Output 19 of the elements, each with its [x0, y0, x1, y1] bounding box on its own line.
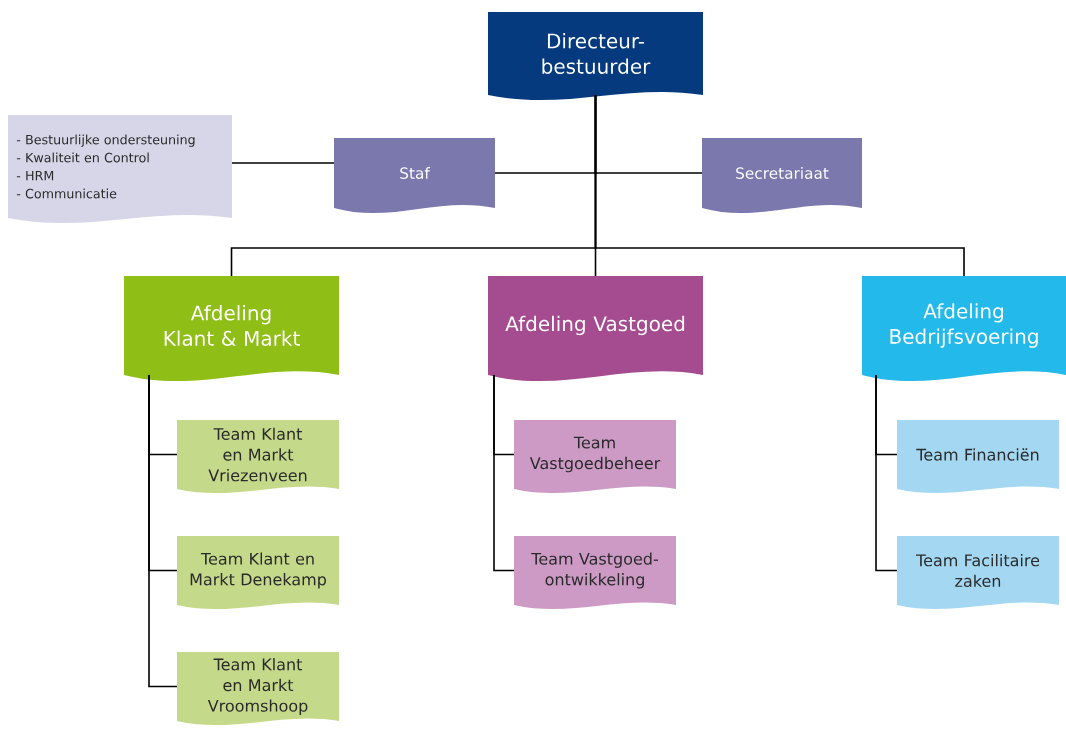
team-box: Team Klant en Markt Denekamp [177, 536, 339, 610]
team-box: Team Klant en Markt Vriezenveen [177, 420, 339, 494]
department-box: Afdeling Vastgoed [488, 276, 703, 382]
connector-line [148, 374, 178, 688]
team-box: Team Facilitaire zaken [897, 536, 1059, 610]
connector-line [594, 94, 965, 277]
department-box: Afdeling Klant & Markt [124, 276, 339, 382]
director-box: Directeur-bestuurder [488, 12, 703, 101]
staff-box: Staf [334, 138, 495, 214]
connector-line [231, 162, 335, 164]
note-box: - Bestuurlijke ondersteuning - Kwaliteit en Control - HRM - Communicatie [8, 115, 232, 224]
staff-box: Secretariaat [702, 138, 862, 214]
team-box: Team Klant en Markt Vroomshoop [177, 652, 339, 726]
department-box: Afdeling Bedrijfsvoering [862, 276, 1066, 382]
connector-line [493, 374, 515, 572]
connector-line [875, 374, 898, 572]
team-box: Team Vastgoedbeheer [514, 420, 676, 494]
team-box: Team Vastgoed-ontwikkeling [514, 536, 676, 610]
team-box: Team Financiën [897, 420, 1059, 494]
